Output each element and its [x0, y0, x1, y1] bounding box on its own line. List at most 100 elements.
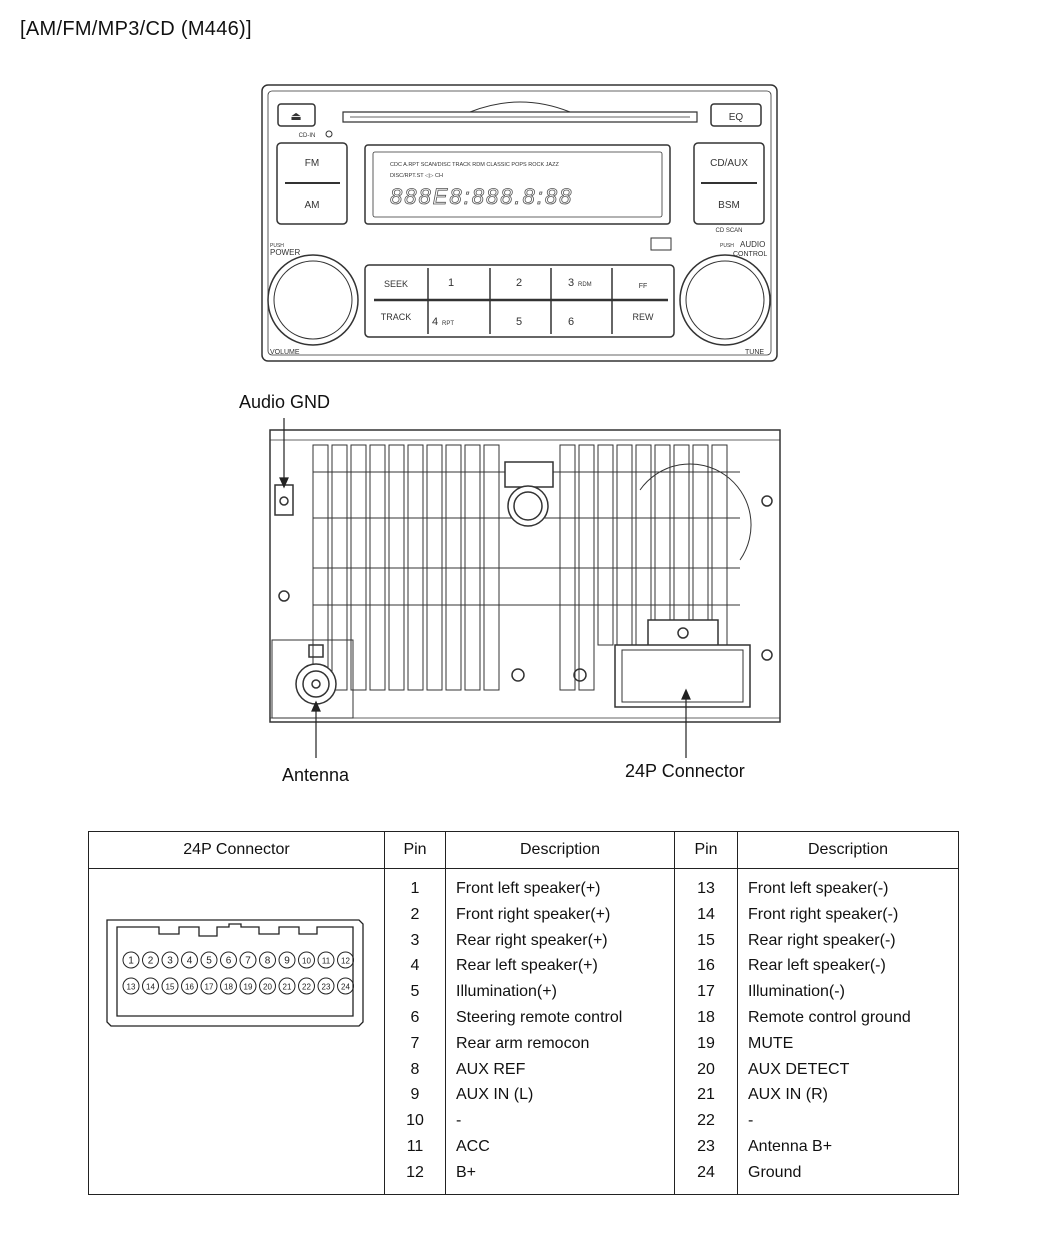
svg-text:TUNE: TUNE	[745, 349, 764, 356]
svg-text:CONTROL: CONTROL	[733, 251, 767, 258]
connector-pin	[259, 951, 276, 969]
pin-description: AUX DETECT	[748, 1060, 850, 1078]
pin-description: Front left speaker(+)	[456, 880, 601, 897]
pin-number: 1	[410, 880, 420, 897]
svg-text:PUSH: PUSH	[270, 243, 284, 249]
svg-text:CD SCAN: CD SCAN	[715, 228, 742, 234]
radio-diagram: ⏏ CD-IN EQ FM AM CD/AUX BSM CD SCAN PUSH…	[261, 84, 781, 758]
fm-am-button[interactable]	[276, 142, 348, 225]
antenna-socket	[295, 663, 337, 705]
connector-pin	[259, 977, 276, 995]
connector-pin	[200, 977, 218, 995]
connector-pin	[337, 951, 354, 969]
front-panel	[261, 84, 778, 362]
connector-pin	[161, 977, 179, 995]
connector-pin	[317, 977, 335, 995]
connector-pin-number: 5	[206, 956, 212, 967]
svg-text:3: 3	[568, 277, 574, 289]
pin-number: 12	[406, 1163, 424, 1181]
pin-number: 17	[697, 983, 715, 1001]
svg-text:2: 2	[516, 277, 522, 289]
header-connector: 24P Connector	[88, 831, 385, 869]
svg-text:RPT: RPT	[442, 321, 454, 327]
connector-pin-number: 19	[244, 983, 253, 992]
pin-number: 7	[410, 1034, 420, 1052]
pin-description: -	[456, 1112, 462, 1130]
pin-number: 22	[697, 1112, 715, 1130]
connector-pin	[220, 977, 237, 995]
pin-number: 20	[697, 1060, 715, 1078]
antenna-label: Antenna	[282, 765, 350, 785]
connector-pin-number: 12	[341, 957, 350, 966]
connector-pin-number: 6	[226, 956, 232, 967]
pin-number: 6	[410, 1008, 420, 1026]
connector-pin	[161, 951, 179, 969]
pin-table: 24P Connector Pin Description Pin Descri…	[88, 831, 959, 1195]
pin-description: -	[748, 1112, 754, 1130]
svg-text:RDM: RDM	[578, 282, 592, 288]
pin-description: Front left speaker(-)	[748, 880, 889, 897]
pin-description: Rear right speaker(+)	[456, 931, 608, 949]
svg-text:6: 6	[568, 316, 574, 328]
pin-description: Steering remote control	[456, 1008, 623, 1026]
pin-description: MUTE	[748, 1034, 794, 1052]
svg-text:CDC A.RPT SCAN/DISC TRACK RDM: CDC A.RPT SCAN/DISC TRACK RDM CLASSIC PO…	[390, 162, 559, 168]
header-desc-left: Description	[445, 831, 675, 869]
connector-pin-number: 23	[322, 983, 331, 992]
pin-description: B+	[456, 1163, 477, 1181]
pin-description: Antenna B+	[748, 1137, 833, 1155]
svg-text:DISC/RPT.ST ◁▷ CH: DISC/RPT.ST ◁▷ CH	[390, 173, 443, 179]
svg-text:5: 5	[516, 316, 522, 328]
pin-number: 9	[410, 1086, 420, 1104]
header-pin-right: Pin	[674, 831, 738, 869]
connector-pin-number: 17	[205, 983, 214, 992]
connector-pin-number: 18	[224, 983, 233, 992]
svg-text:FM: FM	[305, 158, 319, 169]
connector-pin-number: 3	[167, 956, 173, 967]
connector-pin-number: 7	[245, 956, 251, 967]
svg-text:PUSH: PUSH	[720, 243, 734, 249]
pin-description: Illumination(-)	[748, 983, 845, 1001]
connector-pin	[239, 977, 257, 995]
eject-icon: ⏏	[290, 109, 301, 123]
pin-number: 21	[697, 1086, 715, 1104]
connector-pin-number: 2	[148, 956, 154, 967]
svg-text:VOLUME: VOLUME	[270, 349, 300, 356]
pin-description: Rear arm remocon	[456, 1034, 590, 1052]
volume-knob[interactable]	[267, 254, 359, 346]
cd-aux-bsm-button[interactable]	[693, 142, 765, 225]
svg-text:CD-IN: CD-IN	[299, 133, 316, 139]
connector-pin-number: 9	[284, 956, 290, 967]
tune-knob[interactable]	[679, 254, 771, 346]
pin-description: Remote control ground	[748, 1008, 911, 1026]
pin-number: 23	[697, 1137, 715, 1155]
leaders	[279, 418, 691, 758]
connector-pin-number: 15	[166, 983, 175, 992]
pin-number: 5	[410, 983, 420, 1001]
eject-button[interactable]	[277, 103, 316, 127]
svg-text:1: 1	[448, 277, 454, 289]
connector-pin	[122, 951, 140, 969]
pin-number: 16	[697, 957, 715, 975]
connector-pin	[298, 951, 315, 969]
connector-pin-number: 13	[127, 983, 136, 992]
connector-pin	[298, 977, 315, 995]
page-title: [AM/FM/MP3/CD (M446)]	[20, 18, 252, 40]
connector-pin	[278, 951, 296, 969]
svg-text:SEEK: SEEK	[384, 279, 408, 289]
pin-number: 2	[410, 905, 420, 923]
pin-number: 8	[410, 1060, 420, 1078]
eq-button[interactable]	[710, 103, 762, 127]
connector-pin	[122, 977, 140, 995]
connector-pin-number: 22	[302, 983, 311, 992]
connector-label: 24P Connector	[625, 761, 745, 781]
svg-text:AUDIO: AUDIO	[740, 240, 765, 249]
connector-pin	[200, 951, 218, 969]
pin-number: 11	[406, 1137, 424, 1155]
pin-number: 10	[406, 1112, 424, 1130]
